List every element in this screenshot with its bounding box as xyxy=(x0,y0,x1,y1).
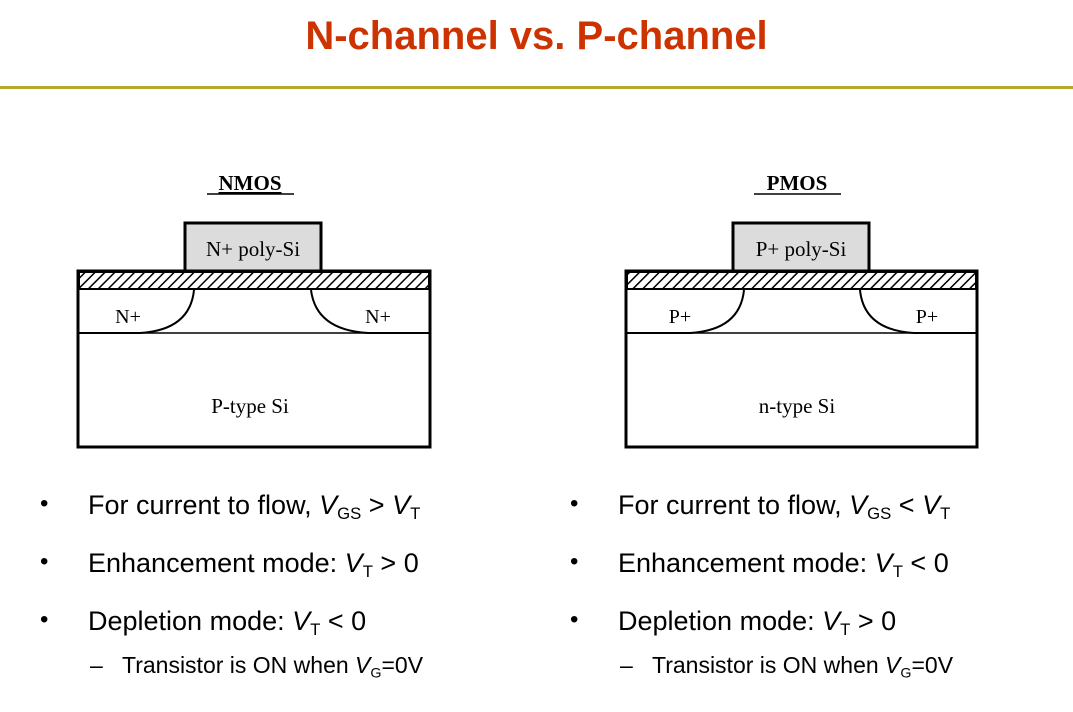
pmos-right-well xyxy=(859,289,976,334)
bullet-dot: • xyxy=(570,606,579,633)
bullet-text: For current to flow, VGS < VT xyxy=(618,490,951,524)
nmos-right-well xyxy=(310,289,429,334)
pmos-left-region-label: P+ xyxy=(669,306,691,328)
nmos-right-region-label: N+ xyxy=(365,306,391,328)
bullet-dot: • xyxy=(40,606,49,633)
bullet-text: For current to flow, VGS > VT xyxy=(88,490,421,524)
pmos-gate-oxide xyxy=(626,271,977,290)
nmos-substrate xyxy=(76,269,432,449)
sub-bullet-dash: – xyxy=(620,652,633,678)
pmos-gate-label: P+ poly-Si xyxy=(756,237,847,261)
nmos-diagram: NMOS N+ poly-Si N+ N+ P-type Si xyxy=(76,171,432,449)
sub-bullet-text: Transistor is ON when VG=0V xyxy=(122,652,424,682)
sub-bullet-dash: – xyxy=(90,652,103,678)
bullet-text: Enhancement mode: VT > 0 xyxy=(88,548,419,582)
pmos-gate xyxy=(731,221,871,273)
nmos-substrate-label: P-type Si xyxy=(211,394,289,418)
slide-title: N-channel vs. P-channel xyxy=(305,14,768,58)
title-divider xyxy=(0,86,1073,89)
bullet-dot: • xyxy=(40,548,49,575)
pmos-diagram: PMOS P+ poly-Si P+ P+ n-type Si xyxy=(624,171,979,449)
pmos-substrate xyxy=(624,269,979,449)
nmos-heading: NMOS xyxy=(219,171,282,195)
pmos-substrate-label: n-type Si xyxy=(759,394,836,418)
sub-bullet-text: Transistor is ON when VG=0V xyxy=(652,652,954,682)
bullet-text: Enhancement mode: VT < 0 xyxy=(618,548,949,582)
bullet-dot: • xyxy=(570,490,579,517)
pmos-right-region-label: P+ xyxy=(916,306,938,328)
nmos-gate-oxide xyxy=(78,271,430,290)
mos-cross-sections: NMOS N+ poly-Si N+ N+ P-type Si PMOS P+ … xyxy=(76,171,979,449)
bullet-dot: • xyxy=(40,490,49,517)
nmos-left-well xyxy=(79,289,195,334)
pmos-left-well xyxy=(627,289,745,334)
nmos-left-region-label: N+ xyxy=(115,306,141,328)
bullet-text: Depletion mode: VT > 0 xyxy=(618,606,897,640)
pmos-heading: PMOS xyxy=(767,171,828,195)
bullet-dot: • xyxy=(570,548,579,575)
bullet-text: Depletion mode: VT < 0 xyxy=(88,606,367,640)
nmos-gate-label: N+ poly-Si xyxy=(206,237,300,261)
